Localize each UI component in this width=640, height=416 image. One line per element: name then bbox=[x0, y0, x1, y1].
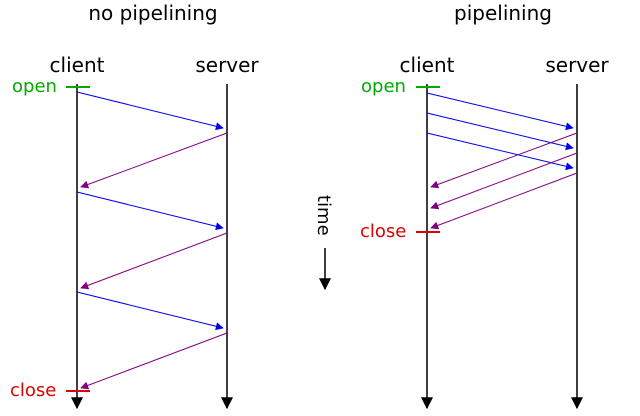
right-panel-title: pipelining bbox=[454, 1, 552, 25]
left-server-label: server bbox=[195, 53, 259, 77]
right-server-label: server bbox=[545, 53, 609, 77]
right-close-label: close bbox=[360, 221, 406, 242]
left-request-arrow-1 bbox=[76, 91, 224, 131]
left-response-arrow-3 bbox=[80, 332, 228, 390]
left-response-arrow-2 bbox=[80, 232, 228, 290]
time-label: time bbox=[313, 195, 334, 236]
right-request-arrow-2 bbox=[426, 112, 574, 151]
left-client-label: client bbox=[50, 53, 105, 77]
left-request-arrow-3 bbox=[76, 291, 224, 331]
right-panel: pipelining client server open close bbox=[360, 1, 609, 410]
left-close-label: close bbox=[10, 380, 56, 401]
left-open-label: open bbox=[12, 76, 57, 97]
left-panel-title: no pipelining bbox=[88, 1, 217, 25]
right-response-arrow-1 bbox=[430, 132, 578, 189]
time-axis: time bbox=[313, 195, 334, 291]
right-client-label: client bbox=[400, 53, 455, 77]
left-request-arrow-2 bbox=[76, 191, 224, 231]
right-response-arrow-2 bbox=[430, 152, 578, 210]
right-request-arrow-3 bbox=[426, 132, 574, 171]
right-request-arrow-1 bbox=[426, 92, 574, 131]
left-panel: no pipelining client server open close bbox=[10, 1, 259, 410]
right-open-label: open bbox=[361, 76, 406, 97]
right-response-arrow-3 bbox=[430, 172, 578, 230]
left-response-arrow-1 bbox=[80, 132, 228, 189]
